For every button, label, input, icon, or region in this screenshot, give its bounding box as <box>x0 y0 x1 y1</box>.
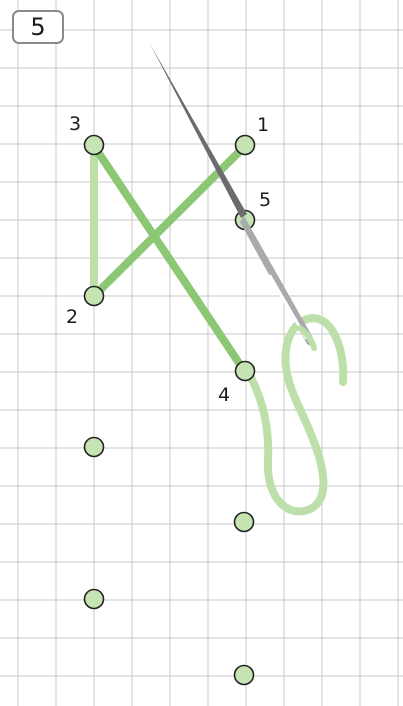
step-number: 5 <box>30 13 45 41</box>
hole-7 <box>235 513 254 532</box>
label-3: 3 <box>69 113 81 135</box>
thread <box>248 318 343 511</box>
hole-6 <box>85 438 104 457</box>
hole-1 <box>236 136 255 155</box>
hole-4 <box>236 362 255 381</box>
hole-2 <box>85 287 104 306</box>
hole-8 <box>85 590 104 609</box>
label-1: 1 <box>257 114 269 136</box>
hole-3 <box>85 136 104 155</box>
needle-icon <box>150 44 314 348</box>
label-5: 5 <box>259 189 271 211</box>
hole-9 <box>235 666 254 685</box>
label-4: 4 <box>218 384 230 406</box>
label-2: 2 <box>66 306 78 328</box>
step-number-badge: 5 <box>12 10 64 44</box>
